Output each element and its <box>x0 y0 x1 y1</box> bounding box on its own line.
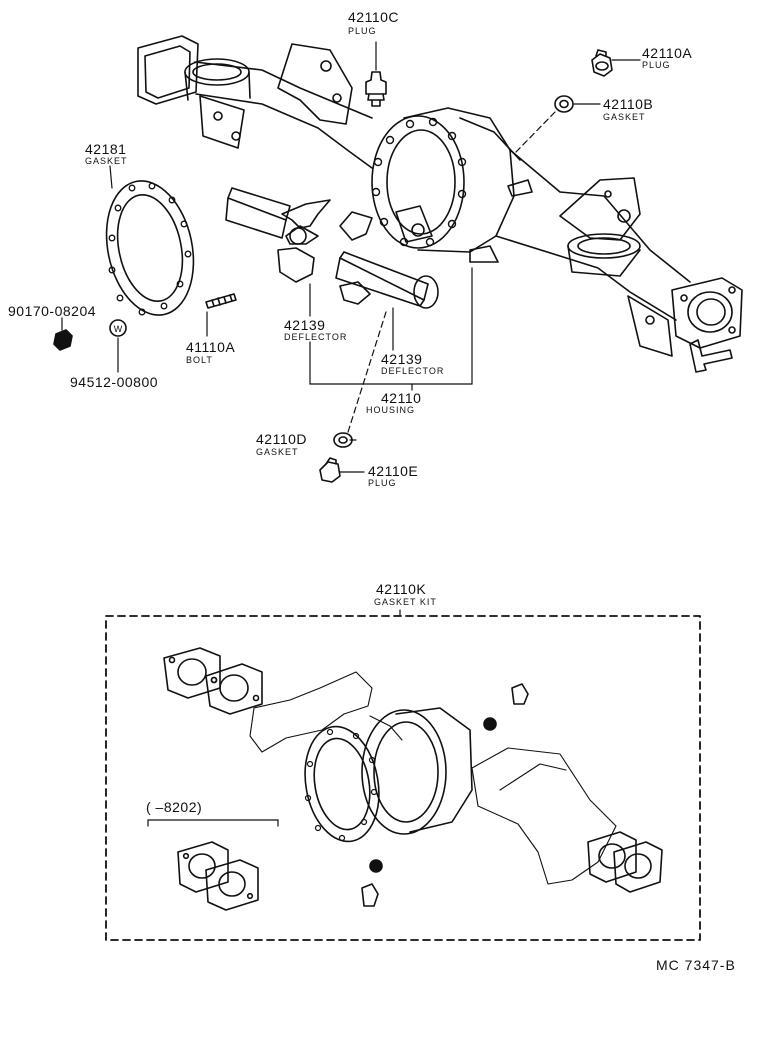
part-name-42110e: PLUG <box>368 478 397 488</box>
bolt-41110a-illustration <box>205 293 237 309</box>
part-name-42139-right: DEFLECTOR <box>381 366 445 376</box>
leader-lines <box>61 41 641 827</box>
gasket-42110b-illustration <box>554 95 574 113</box>
deflector-left-illustration <box>225 187 331 283</box>
washer-mark: W <box>114 324 123 334</box>
part-name-42139-left: DEFLECTOR <box>284 332 348 342</box>
plug-42110a-illustration <box>591 49 613 77</box>
part-number-42110d: 42110D <box>256 431 308 447</box>
washer-94512-illustration <box>109 319 127 337</box>
part-number-42110b: 42110B <box>603 96 654 112</box>
plug-42110e-illustration <box>319 457 341 483</box>
part-number-42110e: 42110E <box>368 463 419 479</box>
part-number-90170: 90170-08204 <box>8 303 97 319</box>
part-name-42110a: PLUG <box>642 60 671 70</box>
axle-housing-illustration <box>137 35 743 373</box>
part-name-42110b: GASKET <box>603 112 646 122</box>
part-number-41110a: 41110A <box>186 339 236 355</box>
part-number-42181: 42181 <box>85 141 127 157</box>
part-name-42110c: PLUG <box>348 26 377 36</box>
part-name-42110: HOUSING <box>366 405 416 415</box>
reference-code: MC 7347-B <box>656 957 736 973</box>
gasket-kit-illustration <box>163 647 663 911</box>
part-number-42110c: 42110C <box>348 9 400 25</box>
part-name-42110d: GASKET <box>256 447 299 457</box>
part-number-42110k: 42110K <box>376 581 427 597</box>
deflector-right-illustration <box>335 211 439 309</box>
part-name-41110a: BOLT <box>186 355 213 365</box>
gasket-42181-illustration <box>105 180 195 316</box>
part-name-42110k: GASKET KIT <box>374 597 437 607</box>
part-name-42181: GASKET <box>85 156 128 166</box>
part-number-42110: 42110 <box>381 390 422 406</box>
part-number-42139-right: 42139 <box>381 351 423 367</box>
part-number-42139-left: 42139 <box>284 317 326 333</box>
plug-42110c-illustration <box>365 71 387 107</box>
part-number-42110a: 42110A <box>642 45 693 61</box>
nut-90170-illustration <box>53 329 73 351</box>
date-range-label: ( –8202) <box>146 799 203 815</box>
gasket-kit-box <box>105 615 701 941</box>
part-number-94512: 94512-00800 <box>70 374 159 390</box>
gasket-42110d-illustration <box>333 432 353 448</box>
